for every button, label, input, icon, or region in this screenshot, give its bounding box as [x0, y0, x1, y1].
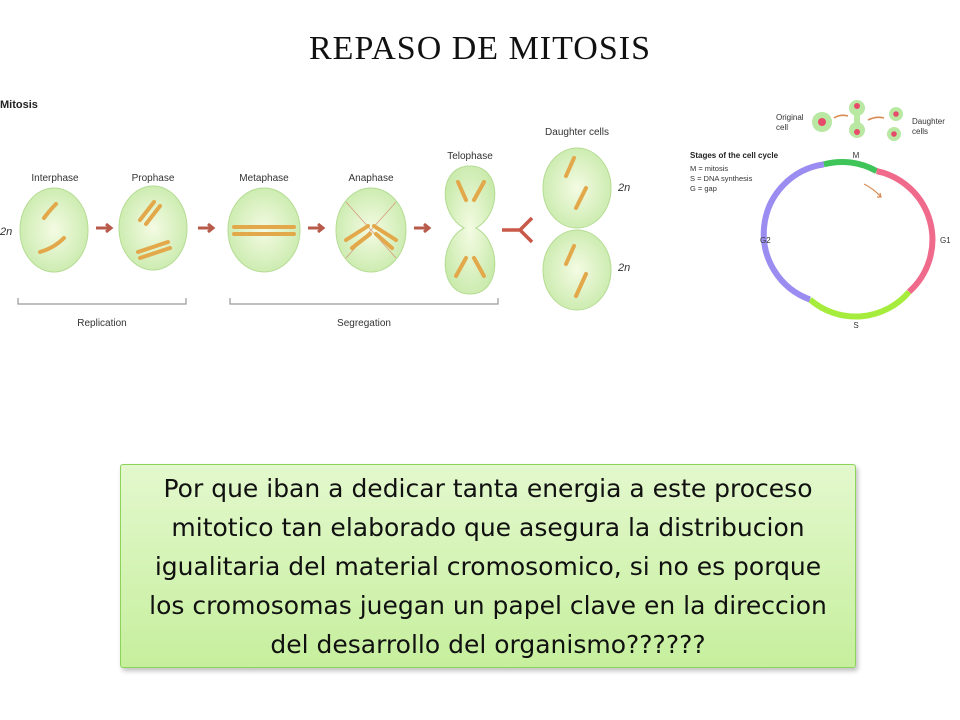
ploidy-label-daughter-bottom: 2n	[617, 262, 630, 274]
segregation-label: Segregation	[337, 318, 391, 329]
original-cell-label-1: Original	[776, 113, 804, 122]
anaphase-cell	[335, 187, 407, 273]
arrow-icon	[414, 222, 432, 234]
daughter-cells-label-1: Daughter	[912, 117, 945, 126]
stage-label-anaphase: Anaphase	[348, 173, 393, 184]
prophase-cell	[118, 185, 188, 271]
daughter-cells-label-2: cells	[912, 127, 928, 136]
original-cell-label-2: cell	[776, 123, 788, 132]
dividing-cell-icon	[849, 100, 865, 138]
arrow-icon	[833, 114, 849, 119]
legend-item-synthesis: S = DNA synthesis	[690, 174, 753, 183]
arrow-icon	[867, 116, 885, 121]
mitosis-diagram: Mitosis Interphase Prophase Metaphase An…	[0, 99, 630, 329]
phase-arc-g2	[760, 161, 825, 303]
phase-arc-m	[823, 159, 879, 174]
replication-label: Replication	[77, 318, 126, 329]
page-title: REPASO DE MITOSIS	[309, 30, 651, 67]
legend-item-gap: G = gap	[690, 184, 717, 193]
interphase-cell	[19, 187, 89, 273]
phase-arc-s	[807, 289, 912, 320]
original-cell-icon	[812, 112, 832, 132]
cell-cycle-diagram: Original cell Daughter cells Stages of t…	[690, 100, 950, 330]
legend-item-mitosis: M = mitosis	[690, 164, 728, 173]
cell-cycle-ring	[760, 159, 936, 320]
phase-label-g2: G2	[760, 236, 771, 245]
phase-arc-g1	[875, 168, 936, 295]
mitosis-heading: Mitosis	[0, 99, 38, 111]
legend-title: Stages of the cell cycle	[690, 151, 779, 160]
phase-label-s: S	[853, 321, 858, 330]
ploidy-label-interphase: 2n	[0, 226, 12, 238]
question-callout: Por que iban a dedicar tanta energia a e…	[120, 464, 856, 668]
arrow-icon	[96, 222, 114, 234]
ploidy-label-daughter-top: 2n	[617, 182, 630, 194]
callout-text: Por que iban a dedicar tanta energia a e…	[149, 473, 827, 659]
direction-arrow-icon	[863, 183, 882, 198]
daughter-cell-bottom	[542, 229, 612, 311]
arrow-icon	[308, 222, 326, 234]
phase-label-g1: G1	[940, 236, 950, 245]
segregation-bracket	[229, 298, 499, 305]
stage-label-prophase: Prophase	[132, 173, 175, 184]
stage-label-metaphase: Metaphase	[239, 173, 289, 184]
daughter-cell-top	[542, 147, 612, 229]
stage-label-daughter-cells: Daughter cells	[545, 127, 609, 138]
metaphase-cell	[227, 187, 301, 273]
split-arrow-icon	[502, 216, 534, 244]
stage-label-interphase: Interphase	[31, 173, 79, 184]
stage-label-telophase: Telophase	[447, 151, 493, 162]
daughter-cells-icon	[887, 107, 903, 141]
arrow-icon	[198, 222, 216, 234]
telophase-cell	[444, 165, 496, 295]
phase-label-m: M	[853, 151, 860, 160]
replication-bracket	[17, 298, 187, 305]
